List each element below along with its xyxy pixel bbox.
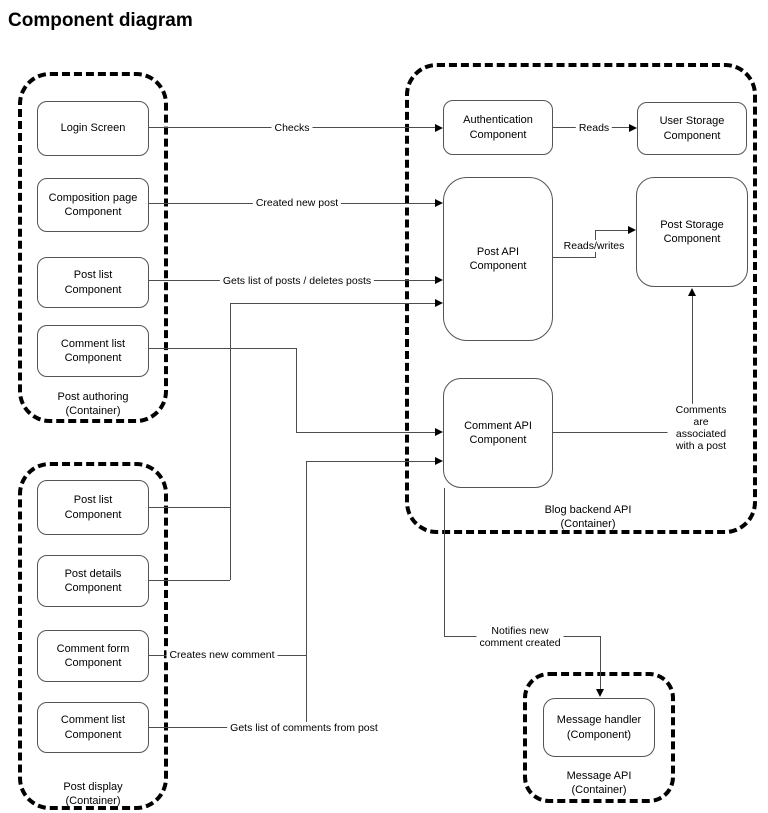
edge-label-reads-writes: Reads/writes — [560, 239, 628, 253]
edge-comment-list-authoring-line2 — [296, 432, 435, 433]
component-post-storage: Post Storage Component — [636, 177, 748, 287]
edge-notifies-vertical2 — [600, 636, 601, 689]
container-blog-backend-api — [405, 63, 757, 534]
component-label: Post Storage Component — [660, 218, 724, 245]
component-label: Authentication Component — [463, 114, 533, 141]
edge-label-gets-comments: Gets list of comments from post — [227, 721, 381, 735]
component-post-list-display: Post list Component — [37, 480, 149, 535]
component-label: Message handler (Component) — [556, 714, 642, 741]
component-label: Comment API Component — [464, 419, 532, 446]
edge-reads-writes-arrowhead — [628, 226, 636, 234]
component-comment-api: Comment API Component — [443, 378, 553, 488]
component-label: Login Screen — [60, 122, 126, 135]
edge-checks-arrowhead — [435, 124, 443, 132]
edge-display-to-postapi-arrowhead — [435, 299, 443, 307]
component-comment-list-display: Comment list Component — [37, 702, 149, 753]
page-title: Component diagram — [8, 10, 193, 31]
component-label: Post details Component — [64, 567, 122, 594]
edge-created-post-arrowhead — [435, 199, 443, 207]
edge-label-gets-posts: Gets list of posts / deletes posts — [219, 274, 375, 288]
edge-post-list-display-line — [149, 507, 230, 508]
edge-comment-list-authoring-vertical — [296, 348, 297, 433]
edge-label-comments-associated: Comments are associated with a post — [667, 403, 735, 453]
component-label: Composition page Component — [48, 191, 138, 218]
component-label: Post list Component — [64, 494, 122, 521]
edge-comments-associated-vertical — [692, 295, 693, 432]
component-label: Post list Component — [64, 269, 122, 296]
edge-comments-associated-line — [553, 432, 692, 433]
container-post-display — [18, 462, 168, 810]
edge-reads-writes-line1 — [553, 257, 596, 258]
edge-label-created-new-post: Created new post — [252, 196, 342, 210]
component-login-screen: Login Screen — [37, 101, 149, 156]
component-authentication: Authentication Component — [443, 100, 553, 155]
container-label-post-authoring: Post authoring (Container) — [57, 391, 129, 417]
edge-notifies-vertical1 — [444, 488, 445, 636]
edge-comment-list-authoring-arrowhead — [435, 428, 443, 436]
container-message-api — [523, 672, 675, 803]
container-label-message-api: Message API (Container) — [566, 770, 632, 796]
component-label: Comment list Component — [60, 714, 126, 741]
component-post-api: Post API Component — [443, 177, 553, 341]
container-label-post-display: Post display (Container) — [63, 781, 123, 807]
component-post-details: Post details Component — [37, 555, 149, 607]
component-label: Comment form Component — [56, 642, 130, 669]
component-message-handler: Message handler (Component) — [543, 698, 655, 757]
component-comment-form: Comment form Component — [37, 630, 149, 682]
component-composition-page: Composition page Component — [37, 178, 149, 232]
edge-display-to-postapi-line — [230, 303, 435, 304]
edge-gets-posts-arrowhead — [435, 276, 443, 284]
edge-display-to-postapi-vertical — [230, 303, 231, 580]
container-post-authoring — [18, 72, 168, 423]
edge-reads-writes-line2 — [595, 230, 628, 231]
edge-notifies-arrowhead — [596, 689, 604, 697]
edge-label-checks: Checks — [271, 121, 313, 135]
edge-comments-associated-arrowhead — [688, 288, 696, 296]
edge-post-details-line — [149, 580, 230, 581]
edge-comments-vertical — [306, 461, 307, 727]
component-label: User Storage Component — [659, 115, 725, 142]
edge-label-notifies: Notifies new comment created — [476, 624, 564, 650]
edge-reads-arrowhead — [629, 124, 637, 132]
component-comment-list-authoring: Comment list Component — [37, 325, 149, 377]
component-label: Comment list Component — [60, 337, 126, 364]
component-label: Post API Component — [469, 245, 527, 272]
edge-comments-to-api-line — [306, 461, 435, 462]
edge-label-reads: Reads — [575, 121, 613, 135]
edge-comments-to-api-arrowhead — [435, 457, 443, 465]
component-post-list-authoring: Post list Component — [37, 257, 149, 308]
component-user-storage: User Storage Component — [637, 102, 747, 155]
edge-comment-list-authoring-line — [149, 348, 296, 349]
edge-label-creates-new-comment: Creates new comment — [166, 648, 278, 662]
container-label-blog-backend-api: Blog backend API (Container) — [544, 504, 632, 530]
